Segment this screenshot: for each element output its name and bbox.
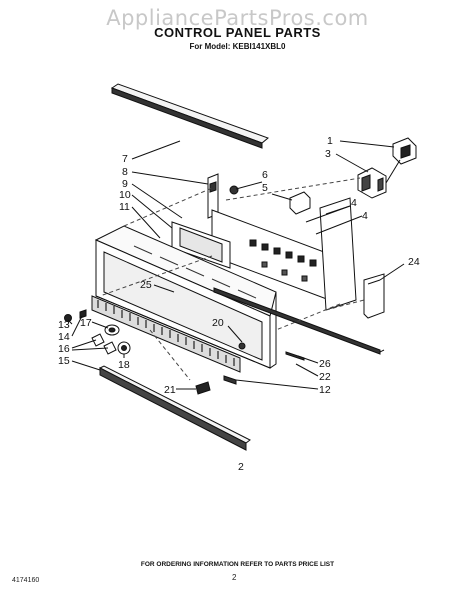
part-control-panel-housing (91, 225, 277, 373)
callout-2: 2 (238, 461, 244, 473)
callout-26: 26 (319, 358, 331, 370)
callout-13: 13 (58, 319, 70, 331)
alignment-dashed-lines (99, 177, 365, 381)
callout-18: 18 (118, 359, 130, 371)
callout-4-upper: 4 (351, 197, 357, 209)
callout-9: 9 (122, 178, 128, 190)
callout-25: 25 (140, 279, 152, 291)
part-clip (229, 185, 311, 215)
part-control-board (171, 209, 341, 305)
part-switch-assembly (357, 137, 417, 199)
callout-15: 15 (58, 355, 70, 367)
document-number: 4174160 (12, 577, 40, 584)
callout-10: 10 (119, 189, 131, 201)
part-side-bracket (363, 273, 385, 319)
callout-12: 12 (319, 384, 331, 396)
callout-16: 16 (58, 343, 70, 355)
diagram-title: CONTROL PANEL PARTS (154, 25, 321, 40)
callout-11: 11 (119, 201, 130, 213)
callout-leader-lines (67, 140, 405, 390)
callout-8: 8 (122, 166, 128, 178)
callout-20: 20 (212, 317, 224, 329)
watermark: AppliancePartsPros.com (106, 6, 369, 30)
callout-5: 5 (262, 182, 268, 194)
callout-labels: 1 3 7 8 9 10 11 6 5 4 4 24 25 13 14 16 1… (58, 135, 420, 473)
part-top-trim-strip (110, 83, 269, 149)
page-number: 2 (232, 573, 237, 582)
callout-1: 1 (327, 135, 333, 147)
callout-6: 6 (262, 169, 268, 181)
callout-17: 17 (80, 317, 92, 329)
callout-21: 21 (164, 384, 176, 396)
callout-22: 22 (319, 371, 331, 383)
callout-7: 7 (122, 153, 128, 165)
callout-14: 14 (58, 331, 70, 343)
part-bottom-trim-strip (98, 365, 251, 451)
callout-24: 24 (408, 256, 420, 268)
ordering-info-note: FOR ORDERING INFORMATION REFER TO PARTS … (140, 561, 335, 568)
callout-3: 3 (325, 148, 331, 160)
part-knobs-and-fasteners (64, 309, 131, 355)
callout-4-lower: 4 (362, 210, 368, 222)
model-subtitle: For Model: KEBI141XBL0 (189, 42, 286, 51)
part-long-rail (213, 287, 385, 355)
part-small-clip (195, 381, 211, 395)
